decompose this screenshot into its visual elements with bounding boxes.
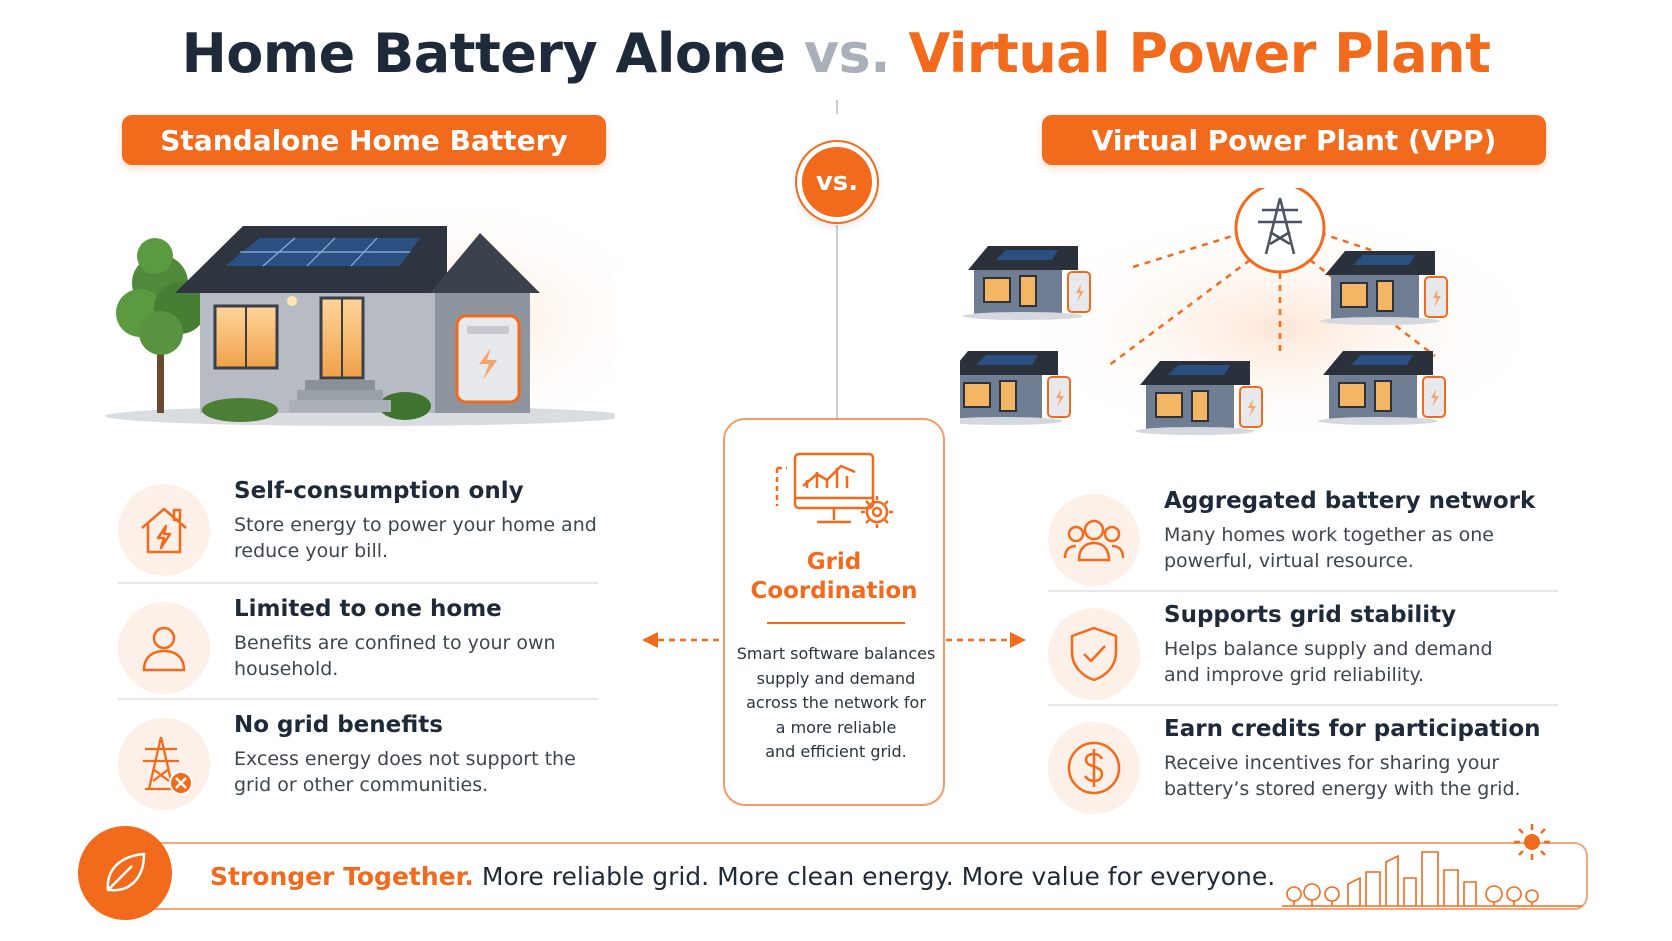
tagline-text: More reliable grid. More clean energy. M… bbox=[481, 862, 1276, 891]
feature-desc: Benefits are confined to your own househ… bbox=[234, 632, 556, 680]
feature-desc: Excess energy does not support the grid … bbox=[234, 748, 576, 796]
right-feature-3: Earn credits for participation Receive i… bbox=[1048, 716, 1541, 816]
feature-title: Limited to one home bbox=[234, 596, 502, 622]
grid-coordination-title: Grid Coordination bbox=[750, 549, 918, 604]
divider bbox=[1048, 704, 1558, 706]
city-skyline-icon bbox=[1282, 851, 1582, 907]
feature-desc: Receive incentives for sharing your batt… bbox=[1164, 752, 1521, 800]
bottom-tagline: Stronger Together. More reliable grid. M… bbox=[210, 862, 1275, 891]
monitor-gear-icon bbox=[775, 452, 893, 528]
sun-icon bbox=[1514, 824, 1550, 860]
right-section-header: Virtual Power Plant (VPP) bbox=[1042, 115, 1546, 165]
leaf-icon bbox=[78, 826, 172, 920]
grid-coordination-card: Grid Coordination Smart software balance… bbox=[723, 418, 945, 806]
left-feature-3: No grid benefits Excess energy does not … bbox=[118, 712, 598, 812]
shield-check-icon bbox=[1048, 608, 1140, 700]
divider bbox=[118, 698, 598, 700]
feature-title: Self-consumption only bbox=[234, 478, 524, 504]
feature-title: No grid benefits bbox=[234, 712, 443, 738]
feature-title: Aggregated battery network bbox=[1164, 488, 1536, 514]
right-feature-2: Supports grid stability Helps balance su… bbox=[1048, 602, 1528, 702]
title-vs: vs. bbox=[803, 22, 891, 85]
vs-badge: vs. bbox=[797, 142, 877, 222]
grid-coordination-desc: Smart software balances supply and deman… bbox=[736, 644, 936, 761]
feature-desc: Helps balance supply and demand and impr… bbox=[1164, 638, 1493, 686]
page-title: Home Battery Alone vs. Virtual Power Pla… bbox=[0, 22, 1672, 85]
title-left: Home Battery Alone bbox=[181, 22, 786, 85]
divider bbox=[118, 582, 598, 584]
center-line-top bbox=[836, 100, 838, 114]
divider bbox=[1048, 590, 1558, 592]
group-icon bbox=[1048, 494, 1140, 586]
house-bolt-icon bbox=[118, 484, 210, 576]
feature-desc: Store energy to power your home and redu… bbox=[234, 514, 597, 562]
right-feature-1: Aggregated battery network Many homes wo… bbox=[1048, 488, 1535, 588]
left-feature-1: Self-consumption only Store energy to po… bbox=[118, 478, 598, 578]
person-icon bbox=[118, 602, 210, 694]
feature-desc: Many homes work together as one powerful… bbox=[1164, 524, 1494, 572]
tagline-accent: Stronger Together. bbox=[210, 862, 474, 891]
left-section-header: Standalone Home Battery bbox=[122, 115, 606, 165]
tower-x-icon bbox=[118, 718, 210, 810]
center-line bbox=[836, 225, 838, 418]
standalone-house-illustration bbox=[105, 188, 615, 438]
feature-title: Earn credits for participation bbox=[1164, 716, 1541, 742]
feature-title: Supports grid stability bbox=[1164, 602, 1457, 628]
divider bbox=[767, 622, 905, 624]
left-feature-2: Limited to one home Benefits are confine… bbox=[118, 596, 598, 696]
dollar-icon bbox=[1048, 722, 1140, 814]
bottom-banner bbox=[140, 842, 1588, 910]
title-right: Virtual Power Plant bbox=[908, 22, 1491, 85]
vpp-network-illustration bbox=[960, 188, 1560, 450]
arrow-right bbox=[946, 632, 1026, 648]
arrow-left bbox=[642, 632, 722, 648]
